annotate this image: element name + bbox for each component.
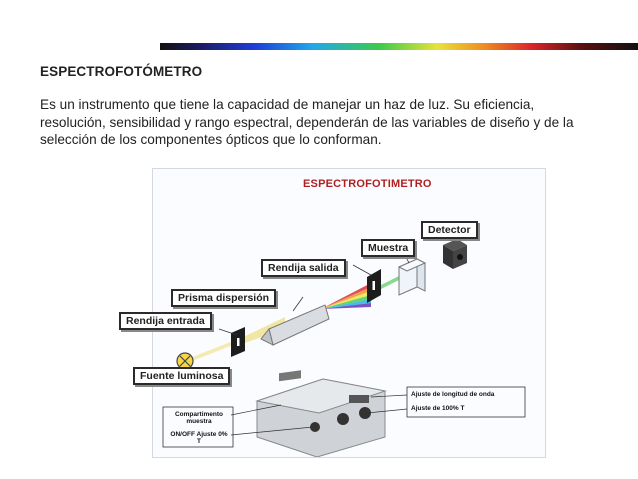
callout-longitud: Ajuste de longitud de onda — [411, 391, 495, 398]
prism-shape — [268, 304, 330, 346]
label-detector: Detector — [421, 221, 478, 239]
detector-shape — [443, 239, 467, 251]
callout-ajuste-100: Ajuste de 100% T — [411, 405, 465, 412]
label-rendija-entrada: Rendija entrada — [119, 312, 212, 330]
rainbow-divider — [160, 43, 638, 50]
diagram-drawing — [162, 237, 526, 457]
slide-paragraph: Es un instrumento que tiene la capacidad… — [40, 97, 574, 147]
callout-compartimento: Compartimento muestra — [174, 411, 224, 425]
label-rendija-salida: Rendija salida — [261, 259, 346, 277]
label-fuente: Fuente luminosa — [133, 367, 231, 385]
spectrophotometer-diagram: ESPECTROFOTIMETRO — [119, 168, 546, 458]
label-muestra: Muestra — [361, 239, 416, 257]
callout-onoff: ON/OFF Ajuste 0% T — [170, 431, 228, 445]
label-prisma: Prisma dispersión — [171, 289, 277, 307]
slide-title: ESPECTROFOTÓMETRO — [40, 64, 203, 79]
diagram-title: ESPECTROFOTIMETRO — [303, 178, 432, 190]
